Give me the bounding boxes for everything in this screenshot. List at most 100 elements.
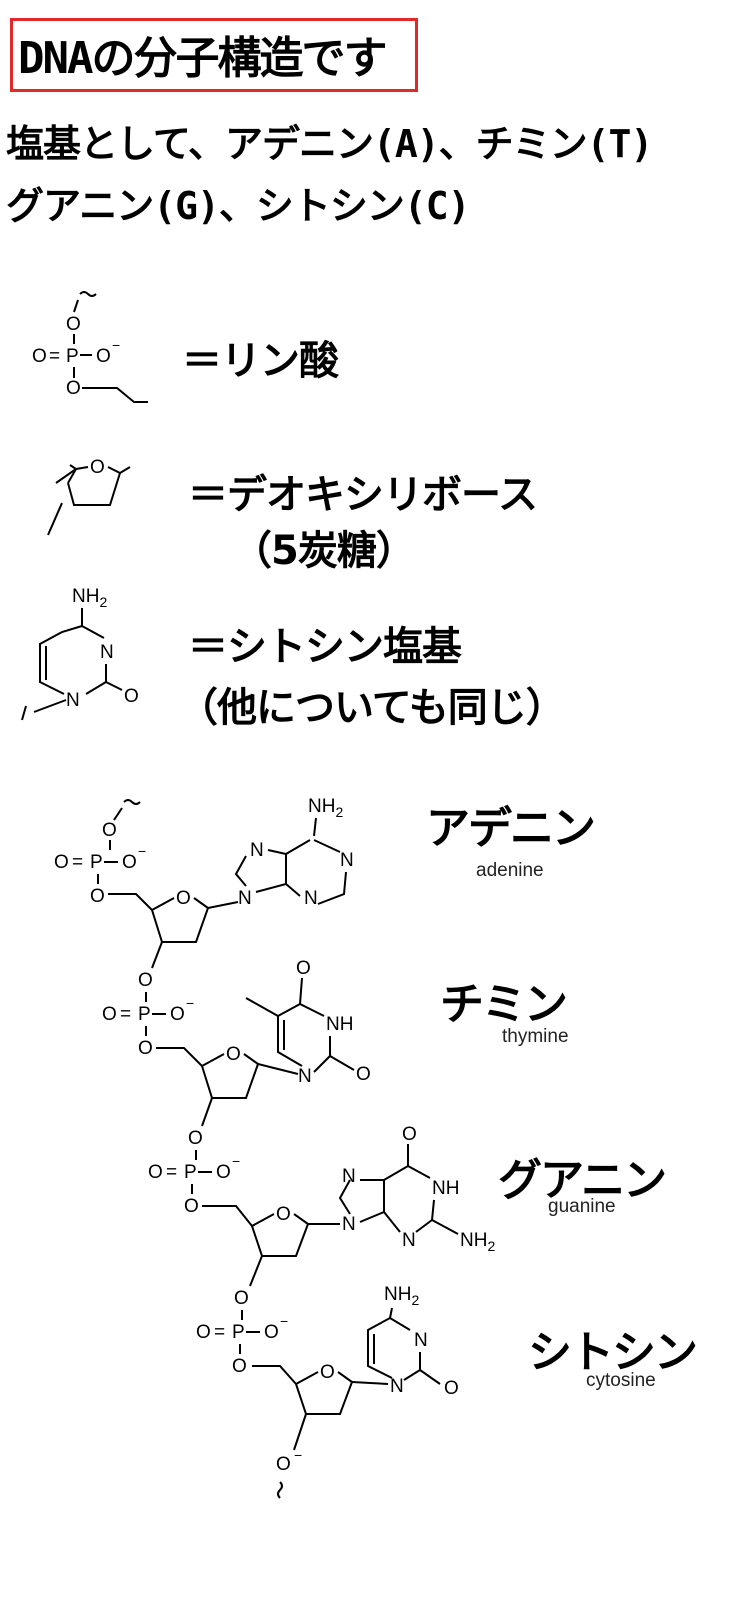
bond xyxy=(431,1219,459,1235)
oxygen-atom: O xyxy=(102,820,117,841)
bond xyxy=(67,472,121,506)
bond xyxy=(21,705,27,721)
oxygen-atom: O xyxy=(170,1004,185,1025)
oxygen-atom: O xyxy=(66,314,81,335)
oxygen-atom: O xyxy=(138,1038,153,1059)
nitrogen-atom: N xyxy=(304,888,318,909)
oxygen-atom: O xyxy=(234,1288,249,1309)
bond xyxy=(295,1381,353,1415)
legend-phosphate-label: ＝リン酸 xyxy=(182,338,339,384)
nitrogen-atom: N xyxy=(66,690,80,711)
bond xyxy=(419,1369,441,1385)
phosphorus-atom: P xyxy=(66,346,79,367)
bond xyxy=(108,893,153,911)
bond xyxy=(234,855,247,887)
bond xyxy=(313,817,317,837)
bond xyxy=(107,466,131,475)
base-label-adenine: アデニン xyxy=(426,803,596,854)
bond xyxy=(193,897,209,909)
bond xyxy=(351,1381,389,1385)
bond xyxy=(151,941,163,969)
bond xyxy=(151,907,209,943)
nitrogen-atom: N xyxy=(342,1166,356,1187)
imine-group: NH xyxy=(326,1014,353,1035)
wavy-bond xyxy=(123,799,141,805)
intro-line-1: 塩基として、アデニン(A)、チミン(T) xyxy=(6,122,653,166)
bond xyxy=(243,1053,259,1065)
nitrogen-atom: N xyxy=(298,1066,312,1087)
nitrogen-atom: N xyxy=(414,1330,428,1351)
bond xyxy=(255,839,311,893)
oxygen-atom: O xyxy=(148,1162,163,1183)
oxygen-atom: O xyxy=(66,378,81,399)
amine-group: NH2 xyxy=(460,1230,495,1254)
double-bond-sign: = xyxy=(72,852,83,873)
bond xyxy=(75,466,89,470)
nitrogen-atom: N xyxy=(342,1214,356,1235)
nitrogen-atom: N xyxy=(340,850,354,871)
double-bond-sign: = xyxy=(214,1322,225,1343)
dna-chain-diagram: O O = P O − O O N N NH2 N N O O = P O − … xyxy=(54,796,495,1499)
bond xyxy=(201,1053,225,1067)
nitrogen-atom: N xyxy=(402,1230,416,1251)
intro-line-2: グアニン(G)、シトシン(C) xyxy=(6,184,471,228)
wavy-bond xyxy=(79,291,97,297)
legend-sugar-label-2: （5炭糖） xyxy=(232,528,416,574)
amine-group: NH2 xyxy=(72,586,107,610)
imine-group: NH xyxy=(432,1178,459,1199)
nitrogen-atom: N xyxy=(250,840,264,861)
oxygen-atom: O xyxy=(32,346,47,367)
bond xyxy=(207,901,239,909)
oxygen-atom: O xyxy=(402,1124,417,1145)
bond xyxy=(367,1316,411,1379)
bond xyxy=(113,807,123,821)
double-bond-sign: = xyxy=(120,1004,131,1025)
oxygen-atom: O xyxy=(138,970,153,991)
charge-minus: − xyxy=(294,1447,302,1463)
base-sub-adenine: adenine xyxy=(476,860,544,881)
bond xyxy=(245,997,279,1017)
bond xyxy=(156,1047,203,1067)
bond xyxy=(151,897,175,911)
bond xyxy=(313,839,341,853)
oxygen-atom: O xyxy=(444,1378,459,1399)
deoxyribose-structure: O xyxy=(47,457,131,536)
bond xyxy=(267,849,287,855)
oxygen-atom: O xyxy=(54,852,69,873)
nitrogen-atom: N xyxy=(390,1376,404,1397)
bond xyxy=(73,299,79,313)
oxygen-atom: O xyxy=(184,1196,199,1217)
legend-base-label-2: （他についても同じ） xyxy=(178,685,566,731)
phosphorus-atom: P xyxy=(138,1004,151,1025)
base-label-guanine: グアニン xyxy=(498,1155,667,1206)
oxygen-atom: O xyxy=(232,1356,247,1377)
page-title: DNAの分子構造です xyxy=(18,33,387,84)
bond xyxy=(251,1213,275,1227)
bond xyxy=(317,871,347,905)
oxygen-atom: O xyxy=(276,1204,291,1225)
bond xyxy=(105,681,123,691)
charge-minus: − xyxy=(232,1153,240,1169)
nitrogen-atom: N xyxy=(238,888,252,909)
bond xyxy=(251,1223,309,1257)
bond xyxy=(313,1055,331,1073)
phosphorus-atom: P xyxy=(90,852,103,873)
bond xyxy=(201,1063,259,1099)
oxygen-atom: O xyxy=(196,1322,211,1343)
oxygen-atom: O xyxy=(320,1362,335,1383)
double-bond-sign: = xyxy=(166,1162,177,1183)
oxygen-atom: O xyxy=(216,1162,231,1183)
base-label-thymine: チミン xyxy=(440,979,568,1030)
bond xyxy=(383,1164,431,1181)
bond xyxy=(403,1369,421,1381)
bond xyxy=(67,468,77,484)
bond xyxy=(329,1055,355,1071)
bond xyxy=(47,502,63,536)
bond xyxy=(257,1063,299,1075)
base-sub-guanine: guanine xyxy=(548,1196,616,1217)
oxygen-atom: O xyxy=(296,958,311,979)
oxygen-atom: O xyxy=(90,457,105,478)
oxygen-atom: O xyxy=(176,888,191,909)
oxygen-atom: O xyxy=(226,1044,241,1065)
bond xyxy=(293,1413,307,1451)
